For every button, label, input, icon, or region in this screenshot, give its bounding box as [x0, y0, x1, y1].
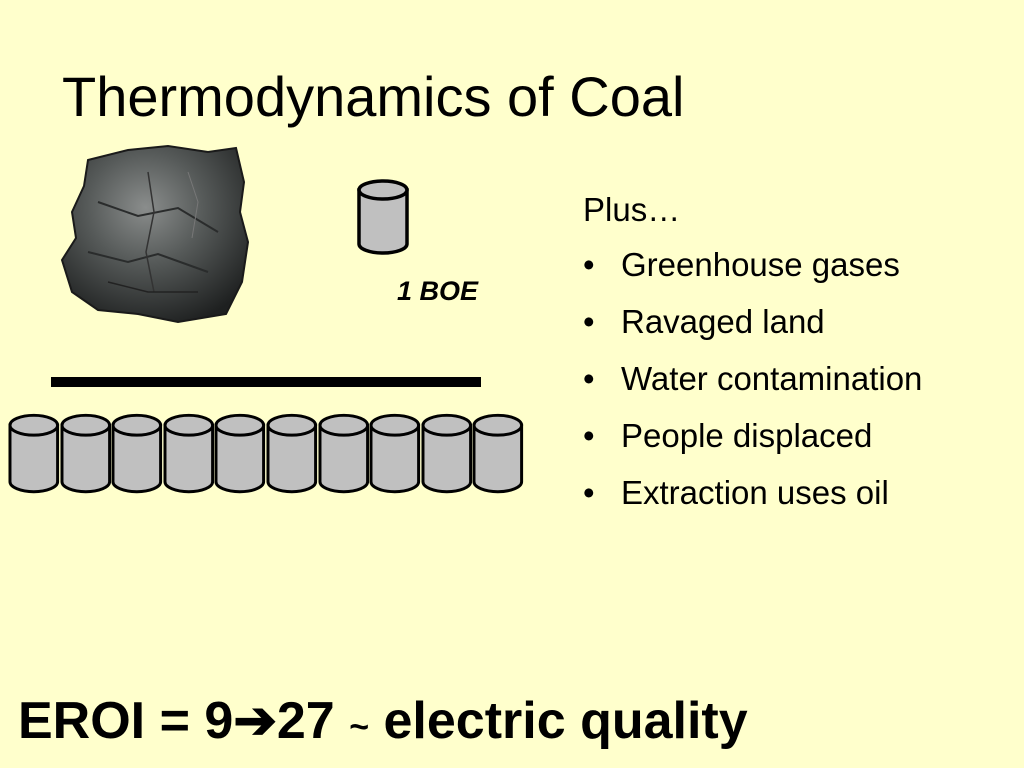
arrow-icon: ➔ — [233, 692, 277, 750]
list-item: • People displaced — [583, 416, 922, 473]
barrel-icon — [60, 413, 111, 494]
barrel-icon — [111, 413, 163, 494]
list-item: • Greenhouse gases — [583, 245, 922, 302]
list-item-label: People displaced — [621, 417, 873, 454]
list-item-label: Extraction uses oil — [621, 474, 889, 511]
barrel-icon — [214, 413, 266, 494]
barrel-row — [8, 412, 524, 496]
bullet-icon: • — [583, 303, 595, 340]
eroi-prefix: EROI = 9 — [18, 692, 234, 750]
list-item-label: Water contamination — [621, 360, 923, 397]
eroi-tilde: ~ — [349, 708, 370, 746]
slide-title: Thermodynamics of Coal — [62, 65, 685, 128]
eroi-statement: EROI = 9➔27 ~ electric quality — [18, 690, 748, 758]
bullet-icon: • — [583, 360, 595, 397]
list-item-label: Greenhouse gases — [621, 246, 900, 283]
fraction-bar — [51, 377, 481, 387]
bullet-icon: • — [583, 474, 595, 511]
barrel-icon — [8, 413, 60, 494]
barrel-icon — [266, 413, 318, 494]
bullet-items: • Greenhouse gases • Ravaged land • Water con… — [583, 245, 922, 530]
barrel-icon — [163, 413, 214, 494]
eroi-suffix: electric quality — [383, 692, 748, 750]
boe-label: 1 BOE — [397, 276, 479, 306]
list-item: • Extraction uses oil — [583, 473, 922, 530]
list-intro: Plus… — [583, 191, 681, 228]
barrel-icon — [369, 413, 421, 494]
list-item-label: Ravaged land — [621, 303, 825, 340]
barrel-icon — [421, 413, 472, 494]
barrel-icon — [318, 413, 369, 494]
bullet-icon: • — [583, 417, 595, 454]
coal-lump-image — [60, 144, 250, 324]
list-item: • Ravaged land — [583, 302, 922, 359]
list-item: • Water contamination — [583, 359, 922, 416]
impacts-list: Plus… • Greenhouse gases • Ravaged land • Wat… — [583, 190, 922, 530]
bullet-icon: • — [583, 246, 595, 283]
barrel-icon — [472, 413, 524, 494]
eroi-value: 27 — [276, 692, 335, 750]
single-barrel-icon — [357, 179, 409, 255]
